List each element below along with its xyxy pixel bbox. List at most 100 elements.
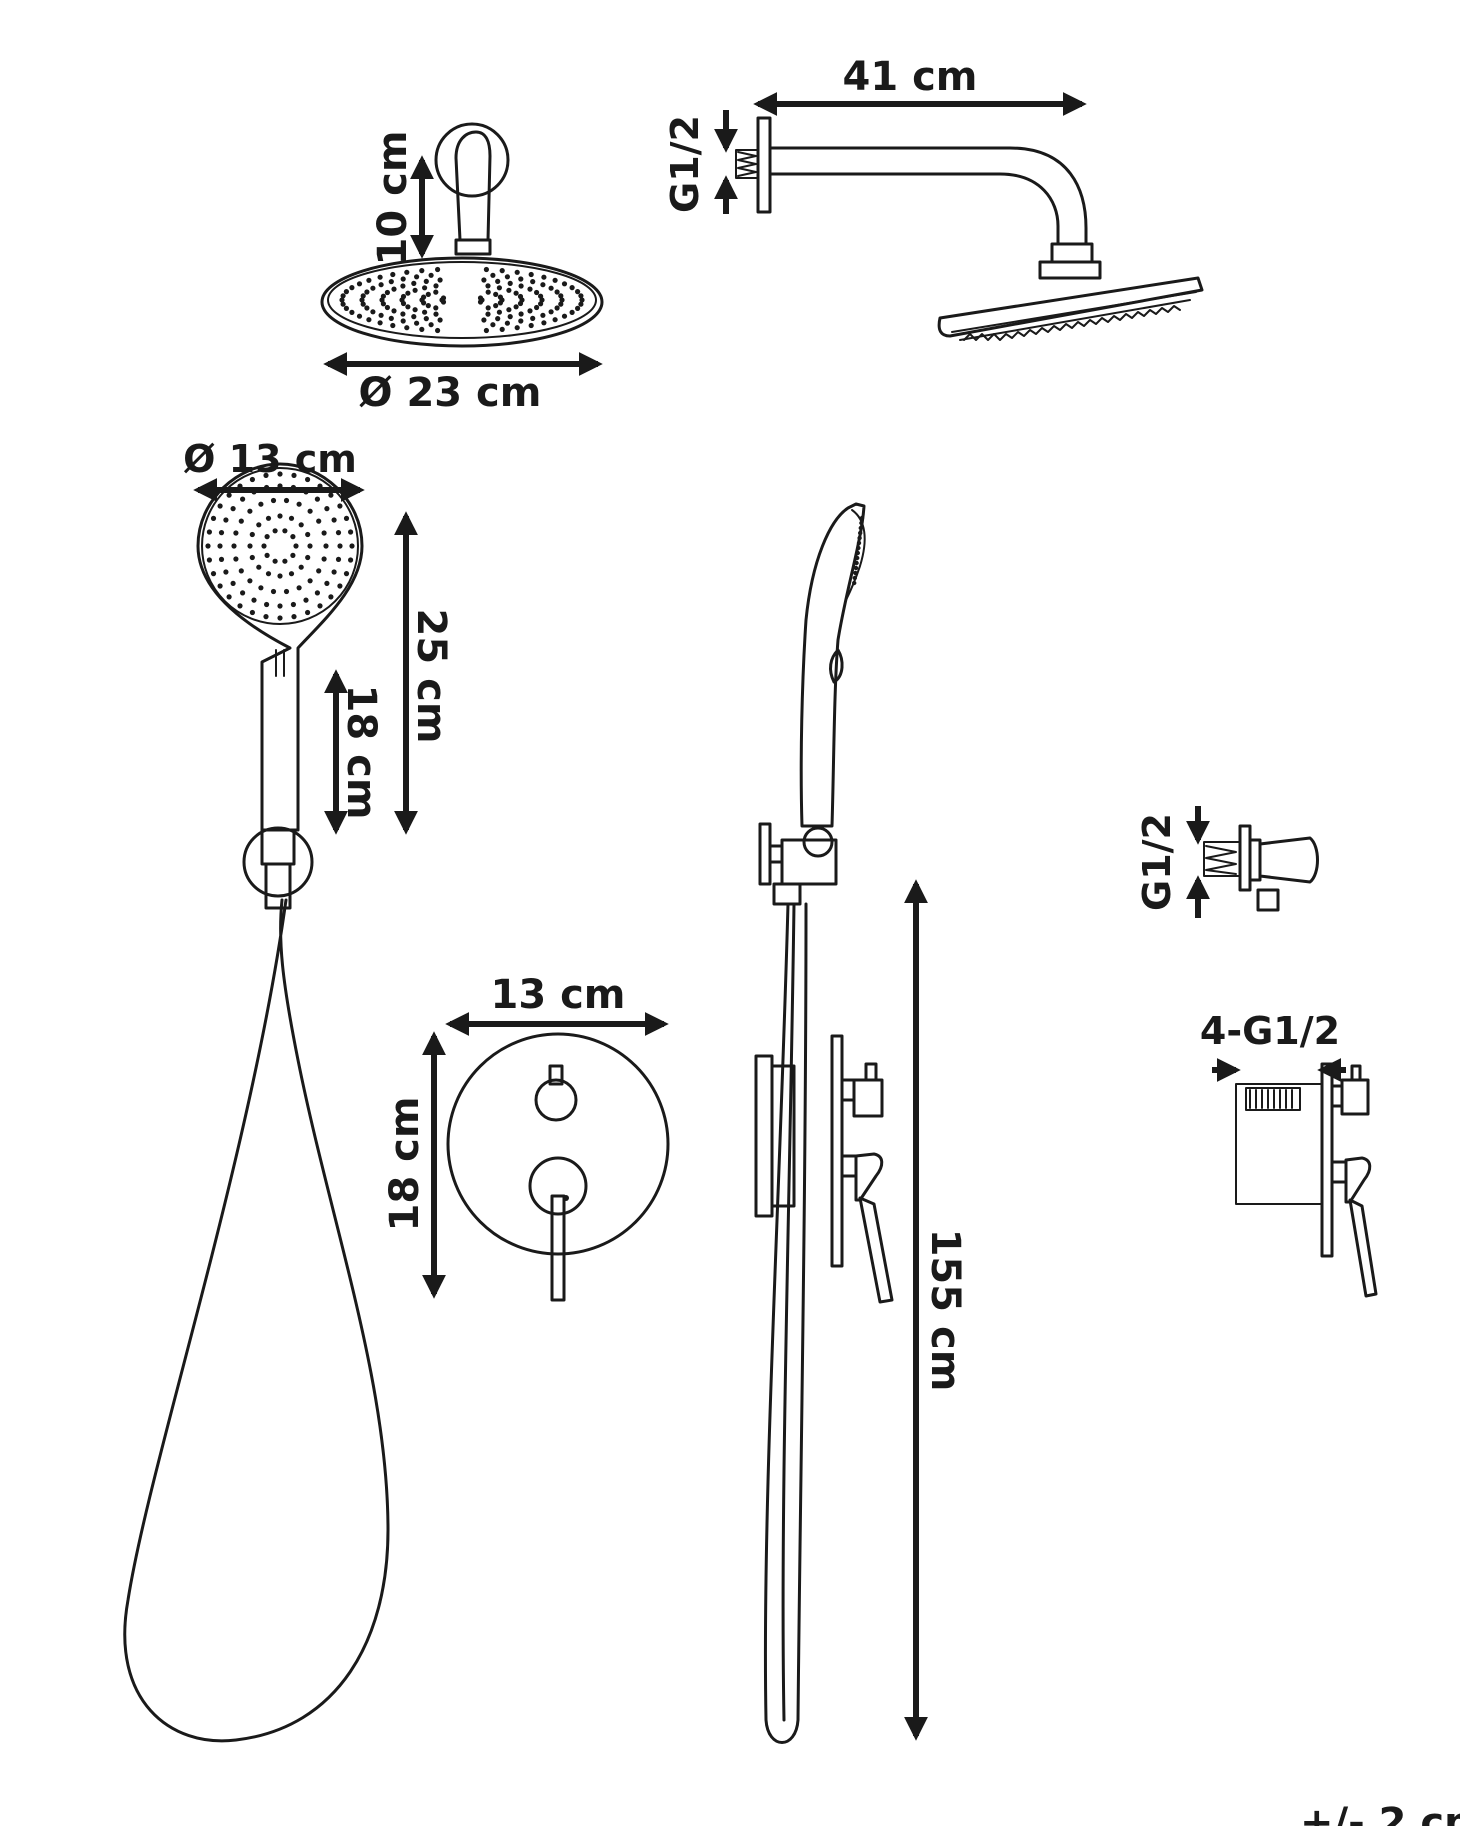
nozzle-dot <box>324 506 330 512</box>
nozzle-dot <box>435 266 441 273</box>
nozzle-dot <box>575 289 581 295</box>
nozzle-dot <box>527 286 533 292</box>
hand-shower-front-view <box>123 462 390 1743</box>
wall-outlet-holder <box>1203 824 1319 912</box>
nozzle-dot <box>518 276 524 282</box>
nozzle-dot <box>328 594 334 600</box>
nozzle-dot <box>579 297 585 303</box>
nozzle-dot <box>249 531 255 538</box>
nozzle-dot <box>540 312 546 318</box>
system-side-view <box>754 502 894 1744</box>
nozzle-dot <box>578 293 584 299</box>
nozzle-dot <box>506 307 512 313</box>
nozzle-dot <box>425 303 431 309</box>
nozzle-dot <box>288 515 295 521</box>
nozzle-dot <box>496 309 502 315</box>
nozzle-dot <box>530 279 536 285</box>
nozzle-dot <box>477 295 484 301</box>
nozzle-dot <box>534 304 540 311</box>
nozzle-dot <box>391 308 397 314</box>
nozzle-dot <box>291 472 297 478</box>
nozzle-dot <box>412 307 418 313</box>
nozzle-dot <box>433 305 439 311</box>
hand-shower-nozzles <box>205 471 355 621</box>
nozzle-dot <box>425 291 431 297</box>
nozzle-dot <box>230 506 236 512</box>
nozzle-dot <box>554 305 560 311</box>
nozzle-dot <box>343 305 349 311</box>
tolerance-note: +/- 2 cm <box>1300 1800 1460 1826</box>
arm-thread-label: G1/2 <box>663 115 707 213</box>
nozzle-dot <box>249 609 255 616</box>
nozzle-dot <box>530 315 536 321</box>
nozzle-dot <box>540 282 546 288</box>
nozzle-dot <box>388 279 394 285</box>
nozzle-dot <box>264 601 270 608</box>
nozzle-dot <box>206 557 212 563</box>
nozzle-dot <box>853 565 859 571</box>
nozzle-dot <box>485 283 491 289</box>
nozzle-dot <box>412 287 418 293</box>
nozzle-dot <box>561 313 568 319</box>
nozzle-dot <box>314 590 320 596</box>
nozzle-dot <box>433 289 439 295</box>
nozzle-dot <box>437 317 443 323</box>
nozzle-dot <box>485 305 491 311</box>
nozzle-dot <box>857 535 862 541</box>
nozzle-dot <box>499 268 505 274</box>
nozzle-dot <box>370 309 376 315</box>
nozzle-dot <box>558 301 564 307</box>
nozzle-dot <box>337 503 343 509</box>
nozzle-dot <box>852 580 857 586</box>
nozzle-dot <box>855 555 860 561</box>
nozzle-dot <box>238 568 244 574</box>
nozzle-dot <box>282 528 288 534</box>
nozzle-dot <box>400 276 406 282</box>
nozzle-dot <box>552 317 558 323</box>
valve-body-section <box>1235 1062 1378 1298</box>
nozzle-dot <box>483 327 489 334</box>
nozzle-dot <box>433 311 439 317</box>
mixing-valve-front-view <box>446 1032 670 1302</box>
nozzle-dot <box>528 271 534 278</box>
nozzle-dot <box>390 271 396 278</box>
nozzle-dot <box>370 285 376 291</box>
nozzle-dot <box>233 530 239 536</box>
nozzle-dot <box>440 295 447 301</box>
nozzle-dot <box>485 289 491 295</box>
nozzle-dot <box>316 518 322 524</box>
nozzle-dot <box>495 278 501 284</box>
nozzle-dot <box>321 530 327 536</box>
nozzle-dot <box>307 543 313 549</box>
nozzle-dot <box>428 322 434 328</box>
nozzle-dot <box>493 303 499 309</box>
nozzle-dot <box>391 286 397 292</box>
valve-threads-label: 4-G1/2 <box>1200 1009 1340 1053</box>
nozzle-dot <box>433 283 439 289</box>
nozzle-dot <box>858 530 863 536</box>
nozzle-dot <box>364 289 370 295</box>
nozzle-dot <box>226 492 232 498</box>
arm-height-label: 10 cm <box>370 131 416 266</box>
nozzle-dot <box>217 583 223 589</box>
nozzle-dot <box>261 543 267 549</box>
nozzle-dot <box>349 285 355 291</box>
nozzle-dot <box>514 269 520 275</box>
nozzle-dot <box>328 492 334 498</box>
nozzle-dot <box>303 597 309 603</box>
nozzle-dot <box>490 322 496 328</box>
hand-shower-diameter-label: Ø 13 cm <box>183 437 357 481</box>
nozzle-dot <box>237 603 243 609</box>
nozzle-dot <box>419 268 425 274</box>
nozzle-dot <box>411 314 417 320</box>
nozzle-dot <box>223 569 229 575</box>
nozzle-dot <box>290 534 296 540</box>
nozzle-dot <box>277 513 283 519</box>
nozzle-dot <box>249 554 255 561</box>
nozzle-dot <box>288 571 295 577</box>
nozzle-dot <box>506 287 512 293</box>
nozzle-dot <box>541 320 547 326</box>
nozzle-dot <box>490 272 496 278</box>
nozzle-dot <box>504 320 510 326</box>
